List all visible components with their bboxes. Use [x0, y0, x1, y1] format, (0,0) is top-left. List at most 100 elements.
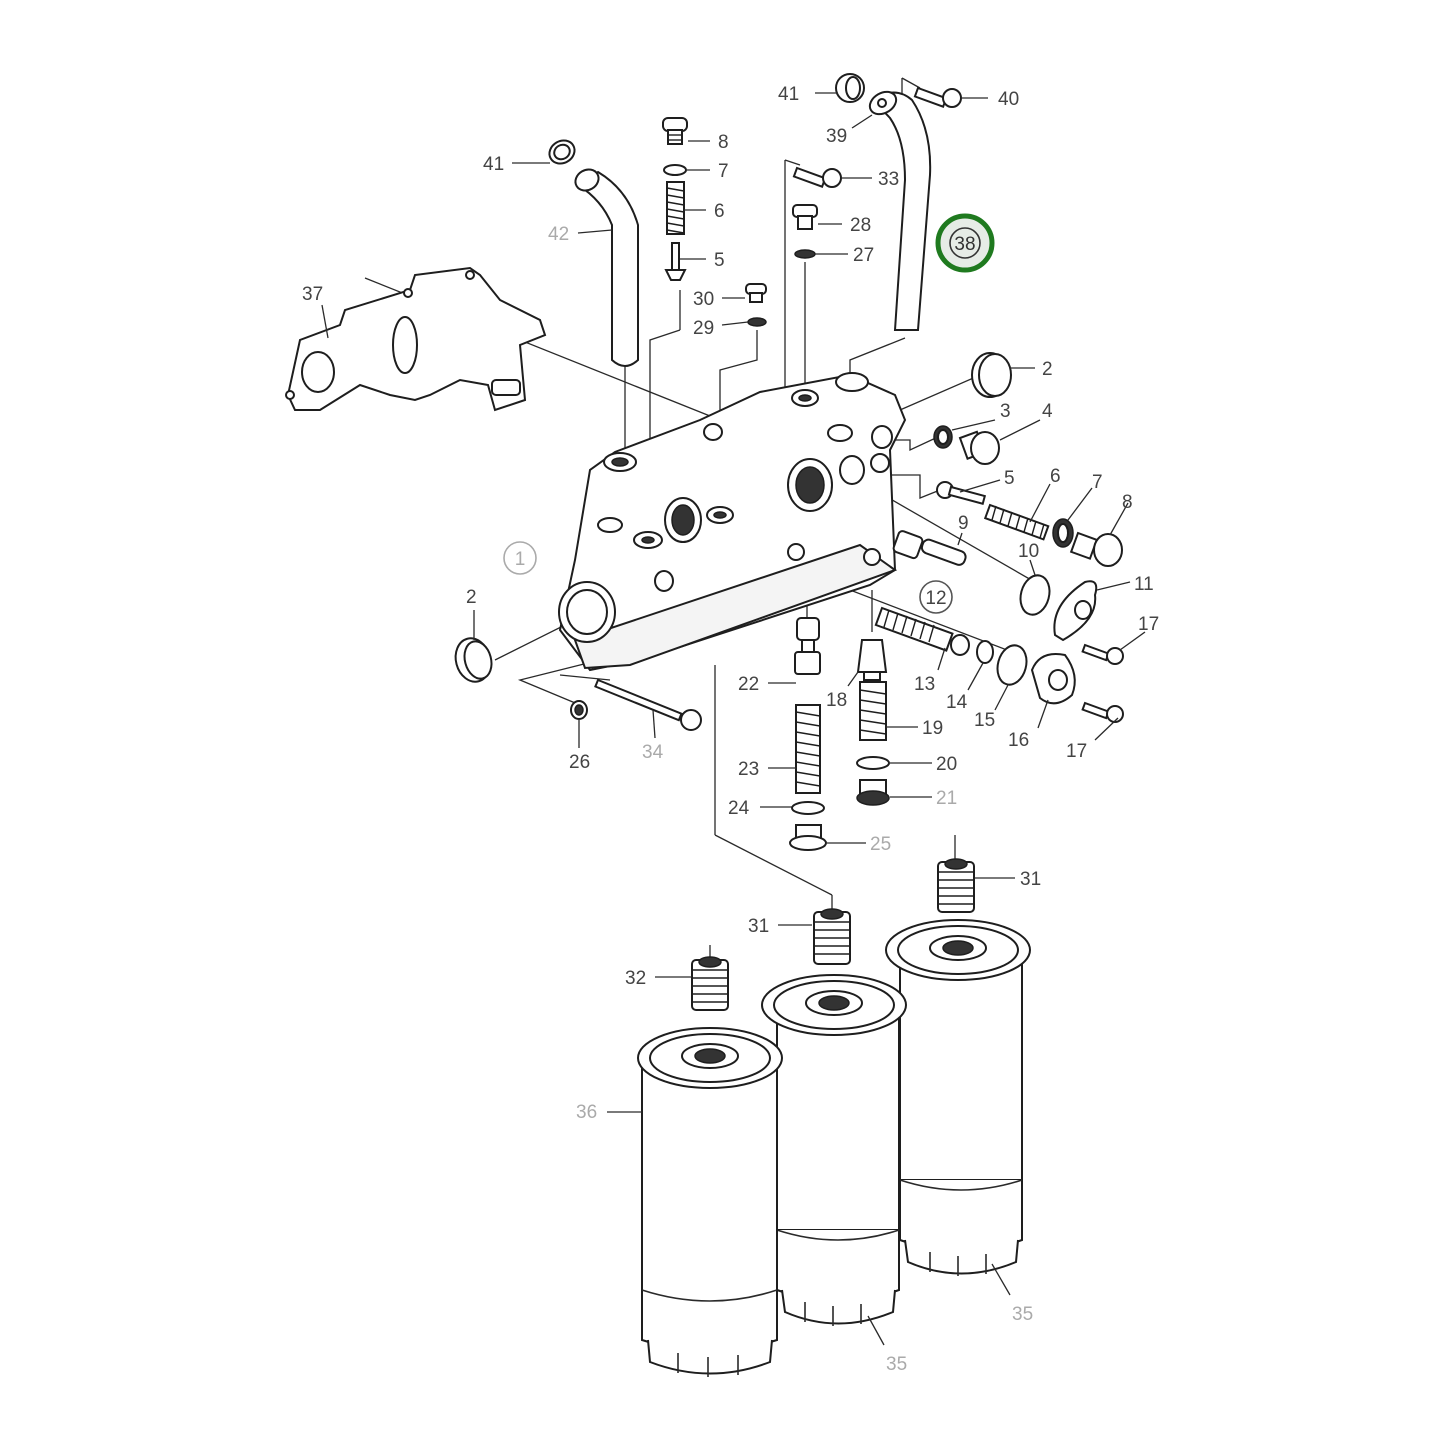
- washer-29: [747, 317, 767, 327]
- callout-9: 9: [958, 513, 969, 534]
- callout-15: 15: [974, 710, 995, 731]
- callout-24: 24: [728, 798, 750, 819]
- cap-2-right: [971, 352, 1012, 398]
- callout-leaders: [321, 92, 1146, 1346]
- spring-6-top: [666, 181, 685, 235]
- seal-41-top: [835, 73, 865, 103]
- plug-25: [789, 824, 827, 851]
- callout-1: 1: [515, 549, 526, 570]
- o-ring-10: [1019, 574, 1051, 616]
- filter-36: [637, 1027, 783, 1377]
- callout-20: 20: [936, 754, 957, 775]
- spring-23: [795, 704, 821, 794]
- callout-3: 3: [1000, 401, 1011, 422]
- callout-19: 19: [922, 718, 943, 739]
- bolt-33: [792, 166, 842, 188]
- callout-30: 30: [693, 289, 714, 310]
- callout-40: 40: [998, 89, 1019, 110]
- callout-39: 39: [826, 126, 847, 147]
- bolt-17-upper: [1081, 643, 1124, 665]
- callout-7-top: 7: [718, 161, 729, 182]
- callout-38-highlighted[interactable]: 38: [935, 213, 995, 273]
- pipe-38: [868, 90, 932, 331]
- callout-2-right: 2: [1042, 359, 1053, 380]
- callout-2-left: 2: [466, 587, 477, 608]
- callout-31-right: 31: [1020, 869, 1041, 890]
- cover-11: [1053, 580, 1098, 642]
- callout-33: 33: [878, 169, 899, 190]
- callout-10: 10: [1018, 541, 1039, 562]
- ring-2-left: [454, 637, 493, 683]
- insert-31-middle: [813, 908, 851, 965]
- plug-28: [792, 204, 818, 230]
- cover-16: [1030, 653, 1076, 705]
- filter-35-middle: [761, 974, 907, 1326]
- callout-35-middle: 35: [886, 1354, 907, 1375]
- sleeve-26: [570, 700, 588, 720]
- callout-18: 18: [826, 690, 847, 711]
- valve-9: [892, 530, 967, 566]
- callout-37: 37: [302, 284, 323, 305]
- o-ring-15: [996, 644, 1028, 686]
- housing-1: [558, 372, 907, 672]
- bolt-5-right: [936, 481, 987, 506]
- washer-3: [933, 425, 953, 449]
- callout-21: 21: [936, 788, 957, 809]
- callout-36: 36: [576, 1102, 597, 1123]
- pin-5-top: [664, 242, 687, 281]
- spring-13: [874, 606, 970, 656]
- callout-42: 42: [548, 224, 569, 245]
- callout-38: 38: [954, 234, 975, 255]
- callout-22: 22: [738, 674, 759, 695]
- assembly-lines: [364, 77, 1041, 960]
- plug-8-top: [662, 117, 688, 145]
- callout-23: 23: [738, 759, 759, 780]
- callout-6-right: 6: [1050, 466, 1061, 487]
- callout-1-circled: 1: [503, 541, 537, 575]
- callout-6-top: 6: [714, 201, 725, 222]
- plug-21: [856, 779, 890, 806]
- callout-8-right: 8: [1122, 492, 1133, 513]
- plug-30: [745, 283, 767, 303]
- callout-41-left: 41: [483, 154, 504, 175]
- callout-17-lower: 17: [1066, 741, 1087, 762]
- valve-22: [794, 617, 821, 675]
- callout-16: 16: [1008, 730, 1029, 751]
- washer-7-right: [1052, 518, 1074, 548]
- bolt-34: [594, 678, 702, 731]
- seal-41-left: [548, 139, 576, 165]
- callout-32: 32: [625, 968, 646, 989]
- o-ring-20: [856, 756, 890, 770]
- callout-27: 27: [853, 245, 874, 266]
- callout-8-top: 8: [718, 132, 729, 153]
- callout-31-middle: 31: [748, 916, 769, 937]
- valve-18: [856, 639, 888, 681]
- callout-25: 25: [870, 834, 891, 855]
- callout-28: 28: [850, 215, 871, 236]
- plug-4: [958, 430, 1000, 465]
- pipe-42: [574, 168, 639, 367]
- callout-11: 11: [1134, 574, 1154, 595]
- o-ring-24: [791, 801, 825, 815]
- o-ring-14: [976, 640, 994, 664]
- washer-7-top: [663, 164, 687, 176]
- callout-14: 14: [946, 692, 968, 713]
- callout-13: 13: [914, 674, 935, 695]
- callout-17-upper: 17: [1138, 614, 1159, 635]
- callout-4: 4: [1042, 401, 1053, 422]
- bolt-40: [913, 86, 962, 108]
- callout-7-right: 7: [1092, 472, 1103, 493]
- callout-29: 29: [693, 318, 714, 339]
- gasket-37: [285, 266, 547, 412]
- spring-6-right: [983, 503, 1050, 541]
- callout-35-right: 35: [1012, 1304, 1033, 1325]
- callout-5-top: 5: [714, 250, 725, 271]
- spring-19: [859, 681, 887, 741]
- callout-labels: 41 40 39 33 28 27 38 41 42 37 8 7 6 5 30…: [302, 84, 1159, 1375]
- callout-12-circled: 12: [919, 580, 953, 614]
- plug-8-right: [1069, 531, 1123, 567]
- callout-5-right: 5: [1004, 468, 1015, 489]
- callout-34: 34: [642, 742, 664, 763]
- insert-32: [691, 956, 729, 1011]
